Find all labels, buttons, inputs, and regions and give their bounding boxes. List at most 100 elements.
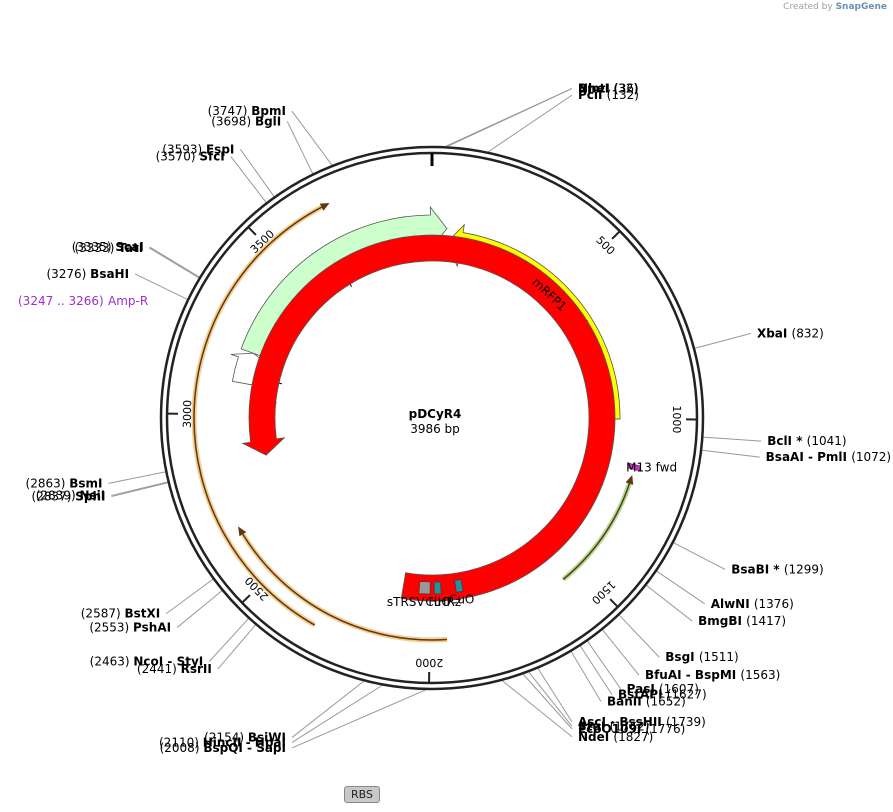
site-tati: (3333) TatI [75,241,144,255]
site-leader [108,471,166,484]
site-bspqi-sapi: (2008) BspQI - SapI [160,741,286,755]
amp-r-primer-range: (3247 .. 3266) [18,294,104,308]
site-bstxi: (2587) BstXI [81,607,160,621]
tick-label: 1000 [670,405,683,433]
site-alwni: AlwNI (1376) [711,597,794,611]
site-bfuai-bspmi: BfuAI - BspMI (1563) [645,668,780,682]
primer-arc-line [193,206,322,626]
feature-label: CuO [449,593,474,607]
backbone-outer [159,145,705,691]
site-pshai: (2553) PshAI [89,621,171,635]
tick-label: 3000 [181,400,194,428]
site-leader [447,88,573,147]
restriction-sites: PciI (132)XbaI (832)BclI * (1041)BsaAI -… [26,81,892,754]
site-bsgi: BsgI (1511) [665,650,738,664]
feature-label: sTRSV HHRz [387,595,461,609]
site-nsii: (2839) NsiI [36,489,105,503]
primer-arc [561,475,634,582]
primer-arcs [191,202,634,643]
site-leader [291,684,383,743]
site-leader [579,645,613,695]
tick-mark [609,598,619,608]
feature-cuo: CuO [449,579,474,607]
site-leader [673,542,726,570]
site-scai: (3335) ScaI [72,240,144,254]
site-nhei: NheI (32) [578,81,638,95]
snapgene-logo: SnapGene [835,2,887,12]
site-leader [208,618,249,662]
site-leader [165,578,214,615]
site-leader [149,246,200,278]
site-leader [291,680,365,738]
feature-label: M13 fwd [626,460,677,474]
primer-arc-arrow [319,202,330,211]
site-sphi: (2837) SphI [32,490,106,504]
site-bgli: (3698) BglI [211,114,281,128]
site-leader [618,614,660,658]
snapgene-credit: Created by SnapGene [783,2,887,12]
feature-label: CuO [425,595,450,609]
site-leader [230,156,267,203]
site-leader [134,273,188,300]
site-asci-bsshii: AscI - BssHII (1739) [578,715,706,729]
site-leader [291,689,426,749]
plasmid-name: pDCyR4 [409,407,462,421]
site-leader [570,651,602,702]
site-leader [148,247,200,279]
primer-arc-arrow [238,526,247,537]
site-leader [656,570,705,605]
site-leader [239,149,275,197]
site-bsabi: BsaBI * (1299) [731,562,824,576]
site-pcii: PciI (132) [578,88,639,102]
site-ecoo109i: EcoO109I (1776) [578,722,685,736]
site-bpmi: (3747) BpmI [208,104,286,118]
primer-arc [191,202,330,628]
site-leader [487,94,573,153]
site-pasi: PasI (1607) [627,682,699,696]
amp-r-primer-name: Amp-R [108,294,148,308]
site-bsiwi: (2154) BsiWI [204,730,286,744]
site-leader [694,332,752,349]
site-leader [587,640,622,690]
site-bcli: BclI * (1041) [767,434,846,448]
feature-block [454,579,464,593]
site-banii: BanII (1652) [607,694,686,708]
site-stui: StuI (1762) [578,719,649,733]
primer-arc-line [242,533,448,641]
tick-mark [241,594,251,604]
site-leader [291,110,333,166]
feature-block [627,462,641,472]
site-sfci: (3570) SfcI [156,149,225,163]
site-leader [286,121,314,174]
feature-strsv-hhrz: sTRSV HHRz [387,581,461,609]
site-rsrii: (2441) RsrII [137,662,212,676]
tick-mark [611,230,621,240]
site-bsaai-pmli: BsaAI - PmlI (1072) [766,450,891,464]
site-leader [537,668,573,723]
tick-label: 2000 [415,656,443,669]
site-bsmi: (2863) BsmI [26,476,103,490]
credit-prefix: Created by [783,2,833,12]
site-leader [602,629,640,676]
feature-block [433,581,442,595]
site-leader [111,481,168,497]
site-leader [528,671,573,727]
site-ncoi-styi: (2463) NcoI - StyI [90,655,204,669]
site-bmti: BmtI (36) [578,82,639,96]
site-ndei: NdeI (1827) [578,730,653,744]
primer-arc [238,526,448,643]
site-leader [646,584,693,622]
tick-mark [247,226,257,236]
site-bstapi: BstAPI (1627) [618,688,707,702]
feature-block [418,581,431,595]
site-leader [502,680,573,738]
rbs-label: RBS [344,786,380,803]
site-leader-lines [108,87,762,749]
site-bsahi: (3276) BsaHI [46,267,129,281]
site-leader [703,436,762,442]
site-hincii-hpai: (2110) HincII - HpaI [159,735,286,749]
feature-m13-fwd: M13 fwd [626,460,677,474]
feature-arrow [241,234,616,602]
site-fspi: (3593) FspI [162,142,234,156]
